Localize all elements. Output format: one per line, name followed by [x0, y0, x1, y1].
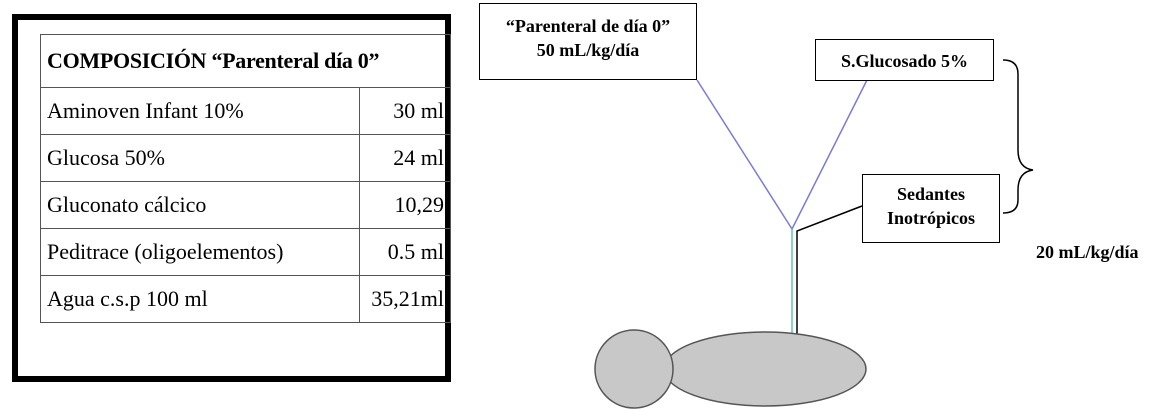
patient-body — [663, 331, 867, 407]
ingredient-name: Gluconato cálcico — [40, 181, 360, 229]
parenteral-line — [696, 79, 793, 230]
table-row: Gluconato cálcico 10,29 — [40, 181, 451, 229]
patient-head — [594, 329, 674, 409]
ingredient-name: Glucosa 50% — [40, 134, 360, 182]
ingredient-amount: 24 ml — [359, 134, 451, 182]
ingredient-amount: 35,21ml — [359, 275, 451, 323]
sedantes-label: Sedantes — [896, 184, 965, 204]
glucosado-label: S.Glucosado 5% — [840, 51, 969, 71]
glucosado-line — [791, 79, 868, 230]
ingredient-amount: 0.5 ml — [359, 228, 451, 276]
composition-table: COMPOSICIÓN “Parenteral día 0” Aminoven … — [40, 34, 451, 323]
table-row: Glucosa 50% 24 ml — [40, 134, 451, 182]
composition-table-frame: COMPOSICIÓN “Parenteral día 0” Aminoven … — [12, 14, 451, 382]
table-row: Agua c.s.p 100 ml 35,21ml — [40, 275, 451, 323]
parenteral-rate: 50 mL/kg/día — [536, 40, 640, 61]
sedantes-box: Sedantes Inotrópicos — [862, 174, 1000, 243]
parenteral-title: “Parenteral de día 0” — [505, 16, 671, 36]
brace — [1002, 59, 1034, 214]
ingredient-amount: 30 ml — [359, 87, 451, 135]
ingredient-amount: 10,29 — [359, 181, 451, 229]
ingredient-name: Peditrace (oligoelementos) — [40, 228, 360, 276]
glucosado-box: S.Glucosado 5% — [815, 39, 994, 81]
parenteral-box: “Parenteral de día 0” 50 mL/kg/día — [479, 3, 697, 80]
brace-rate-label: 20 mL/kg/día — [1036, 242, 1139, 262]
inotropicos-label: Inotrópicos — [886, 208, 975, 229]
sedantes-line — [796, 205, 863, 340]
ingredient-name: Agua c.s.p 100 ml — [40, 275, 360, 323]
table-row: Peditrace (oligoelementos) 0.5 ml — [40, 228, 451, 276]
